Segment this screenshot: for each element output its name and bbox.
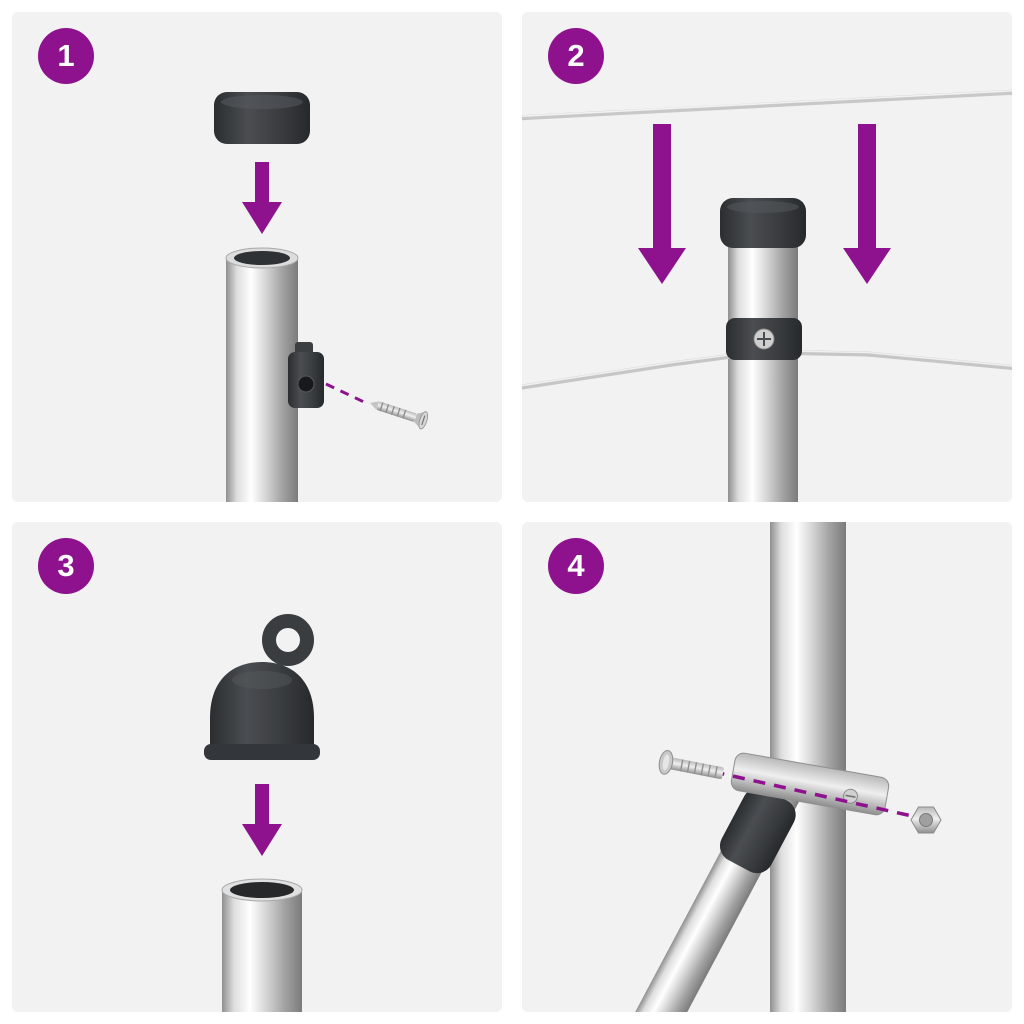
down-arrow-right-icon bbox=[843, 124, 891, 284]
step-1-illustration bbox=[214, 92, 429, 502]
step-2-badge: 2 bbox=[548, 28, 604, 84]
step-1-number: 1 bbox=[57, 38, 75, 73]
post-cap bbox=[214, 92, 310, 144]
dashed-guide-line bbox=[691, 765, 913, 818]
panel-step-2: 2 bbox=[522, 12, 1012, 502]
hex-nut bbox=[910, 806, 942, 834]
open-tube bbox=[221, 878, 303, 1012]
down-arrow-icon bbox=[242, 784, 282, 856]
brace-clamp-strap bbox=[730, 752, 890, 816]
diagonal-brace bbox=[611, 778, 801, 1012]
step-2-illustration bbox=[522, 89, 1012, 502]
step-2-number: 2 bbox=[567, 38, 585, 73]
step-4-badge: 4 bbox=[548, 538, 604, 594]
panel-step-4: 4 bbox=[522, 522, 1012, 1012]
step-1-badge: 1 bbox=[38, 28, 94, 84]
step-3-illustration bbox=[204, 614, 320, 1012]
panel-step-1: 1 bbox=[12, 12, 502, 502]
metal-post bbox=[225, 247, 299, 502]
screw bbox=[370, 401, 429, 430]
eyelet-cap bbox=[204, 614, 320, 760]
panel-step-3: 3 bbox=[12, 522, 502, 1012]
screw-bracket bbox=[288, 342, 324, 408]
top-tension-wire bbox=[522, 89, 1012, 121]
down-arrow-left-icon bbox=[638, 124, 686, 284]
step-3-badge: 3 bbox=[38, 538, 94, 594]
step-4-illustration bbox=[611, 522, 942, 1012]
dashed-guide-line bbox=[325, 382, 365, 404]
brace-socket bbox=[719, 787, 796, 874]
down-arrow-icon bbox=[242, 162, 282, 234]
bolt bbox=[658, 750, 724, 779]
step-3-number: 3 bbox=[57, 548, 75, 583]
wire-clamp bbox=[726, 318, 802, 360]
metal-post bbox=[728, 244, 798, 502]
step-4-number: 4 bbox=[567, 548, 585, 583]
post-cap bbox=[720, 198, 806, 248]
